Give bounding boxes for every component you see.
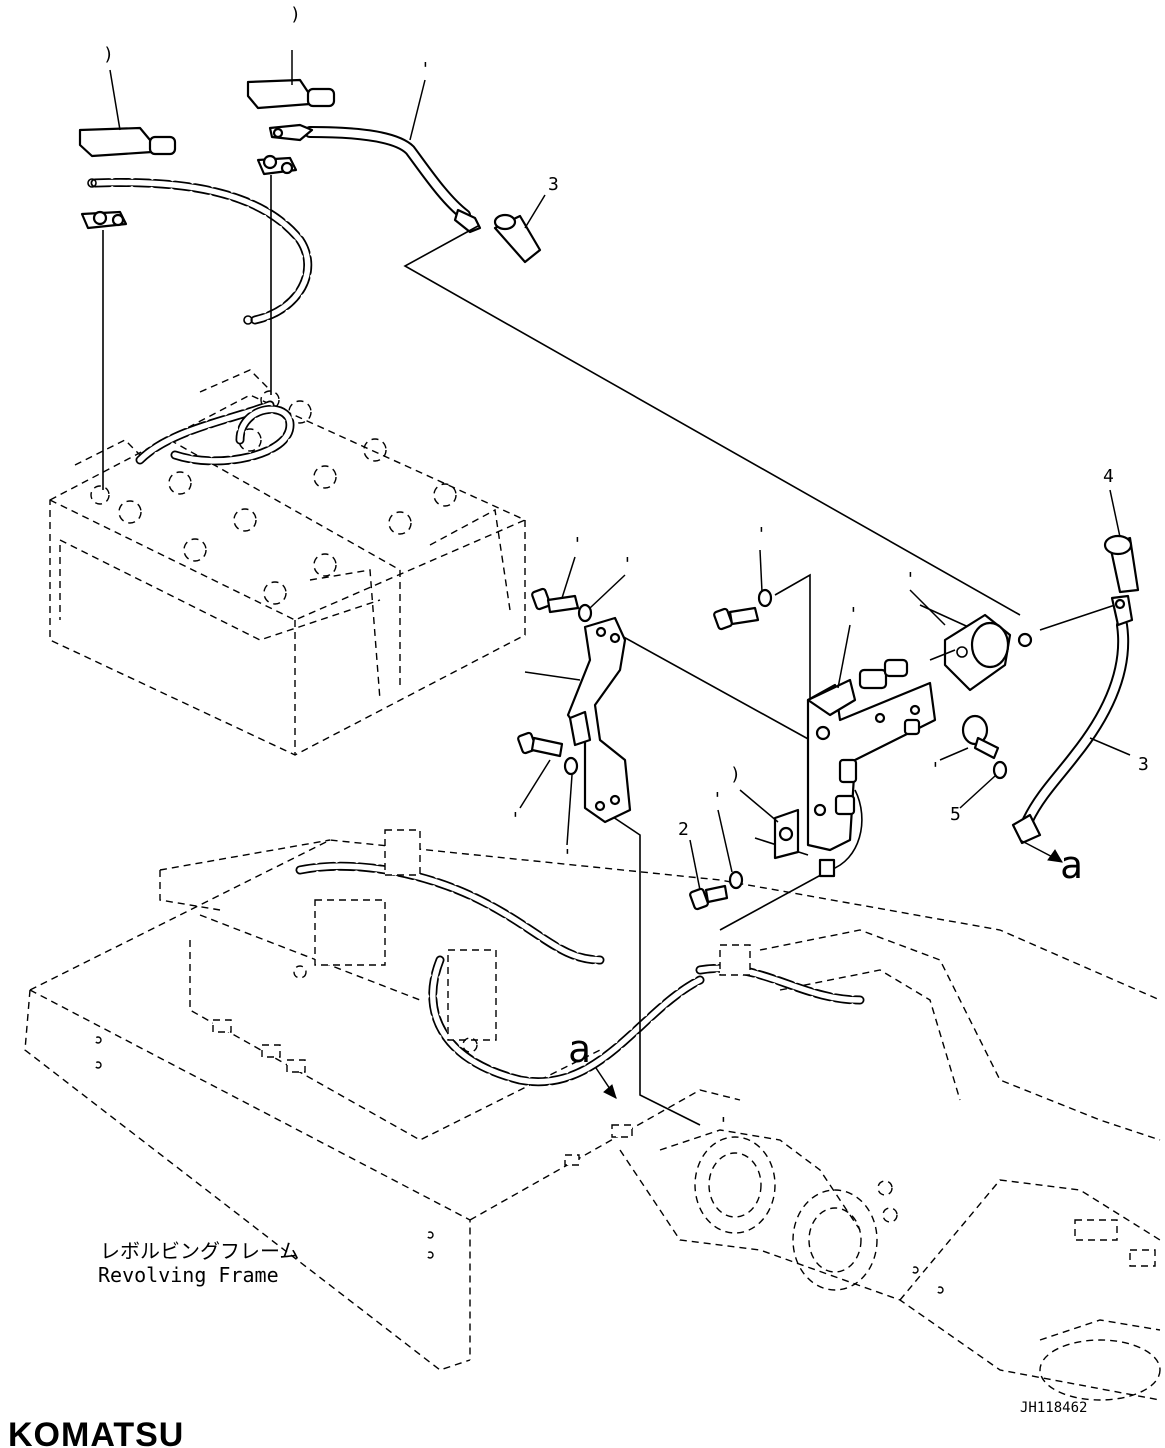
- marker-a-right: a: [1060, 843, 1083, 887]
- callout-label: ': [420, 59, 431, 80]
- callout-label: ): [730, 764, 741, 785]
- terminal-boot: [493, 213, 542, 264]
- bolt: [531, 587, 580, 614]
- terminal-cap-left: [78, 126, 177, 158]
- bolt: [713, 606, 760, 631]
- frame-label-en: Revolving Frame: [98, 1263, 279, 1287]
- mounting-bracket: [566, 616, 632, 824]
- relay-mount-plate: [806, 658, 937, 878]
- frame-label-jp: レボルビングフレーム: [100, 1239, 299, 1263]
- callout-label: ': [905, 569, 916, 590]
- marker-a-left: a: [568, 1027, 591, 1071]
- washer: [577, 603, 593, 623]
- terminal-cap-right: [246, 78, 336, 110]
- arrow-to-a-right: [1019, 839, 1063, 863]
- callout-label: ': [930, 759, 941, 780]
- assembly-line: [1039, 604, 1116, 631]
- callout-label: ': [622, 554, 633, 575]
- arrow-to-a-left: [595, 1067, 617, 1099]
- assembly-line: [619, 634, 811, 741]
- battery-clamp-right: [256, 154, 298, 176]
- callout-label: ': [848, 604, 859, 625]
- bolt: [689, 884, 729, 911]
- batteries: [49, 369, 526, 756]
- callout-label: ': [562, 846, 573, 867]
- assembly-line: [403, 225, 1021, 616]
- callout-label: 3: [1138, 754, 1149, 775]
- existing-harness: [293, 829, 865, 1087]
- callout-label: ': [718, 1114, 729, 1135]
- diode-plate: [773, 808, 800, 860]
- bolt: [517, 731, 564, 758]
- assembly-line: [774, 573, 811, 725]
- bolt: [961, 714, 1000, 760]
- callout-label: 4: [1103, 466, 1114, 487]
- battery-cable: [87, 178, 313, 325]
- callout-label: ': [572, 534, 583, 555]
- washer: [563, 756, 579, 776]
- ground-cable: [268, 123, 482, 234]
- washer: [757, 588, 773, 608]
- callout-labels: ) ) ' 3 4 ' ' ' ' ' 3 ) ' ' 2 ' ' 5 ': [103, 4, 1149, 1135]
- callout-label: ): [103, 44, 114, 65]
- washer: [992, 760, 1008, 780]
- callout-label: 3: [548, 174, 559, 195]
- callout-label: ): [290, 4, 301, 25]
- callout-label: ': [756, 524, 767, 545]
- washer: [728, 870, 744, 890]
- callout-label: ': [510, 809, 521, 830]
- callout-label: 2: [678, 819, 689, 840]
- battery-clamp-left: [80, 210, 128, 230]
- relay-cable: [1011, 594, 1134, 845]
- callout-label: 5: [950, 804, 961, 825]
- assembly-line: [719, 869, 831, 931]
- drawing-number: JH118462: [1020, 1400, 1087, 1416]
- callout-leaders: [109, 50, 1131, 891]
- revolving-frame: [24, 839, 1161, 1401]
- battery-relay: [929, 613, 1033, 692]
- assembly-line: [609, 814, 701, 1126]
- komatsu-logo: KOMATSU: [8, 1416, 184, 1448]
- terminal-boot-right: [1103, 534, 1140, 594]
- callout-label: ': [712, 789, 723, 810]
